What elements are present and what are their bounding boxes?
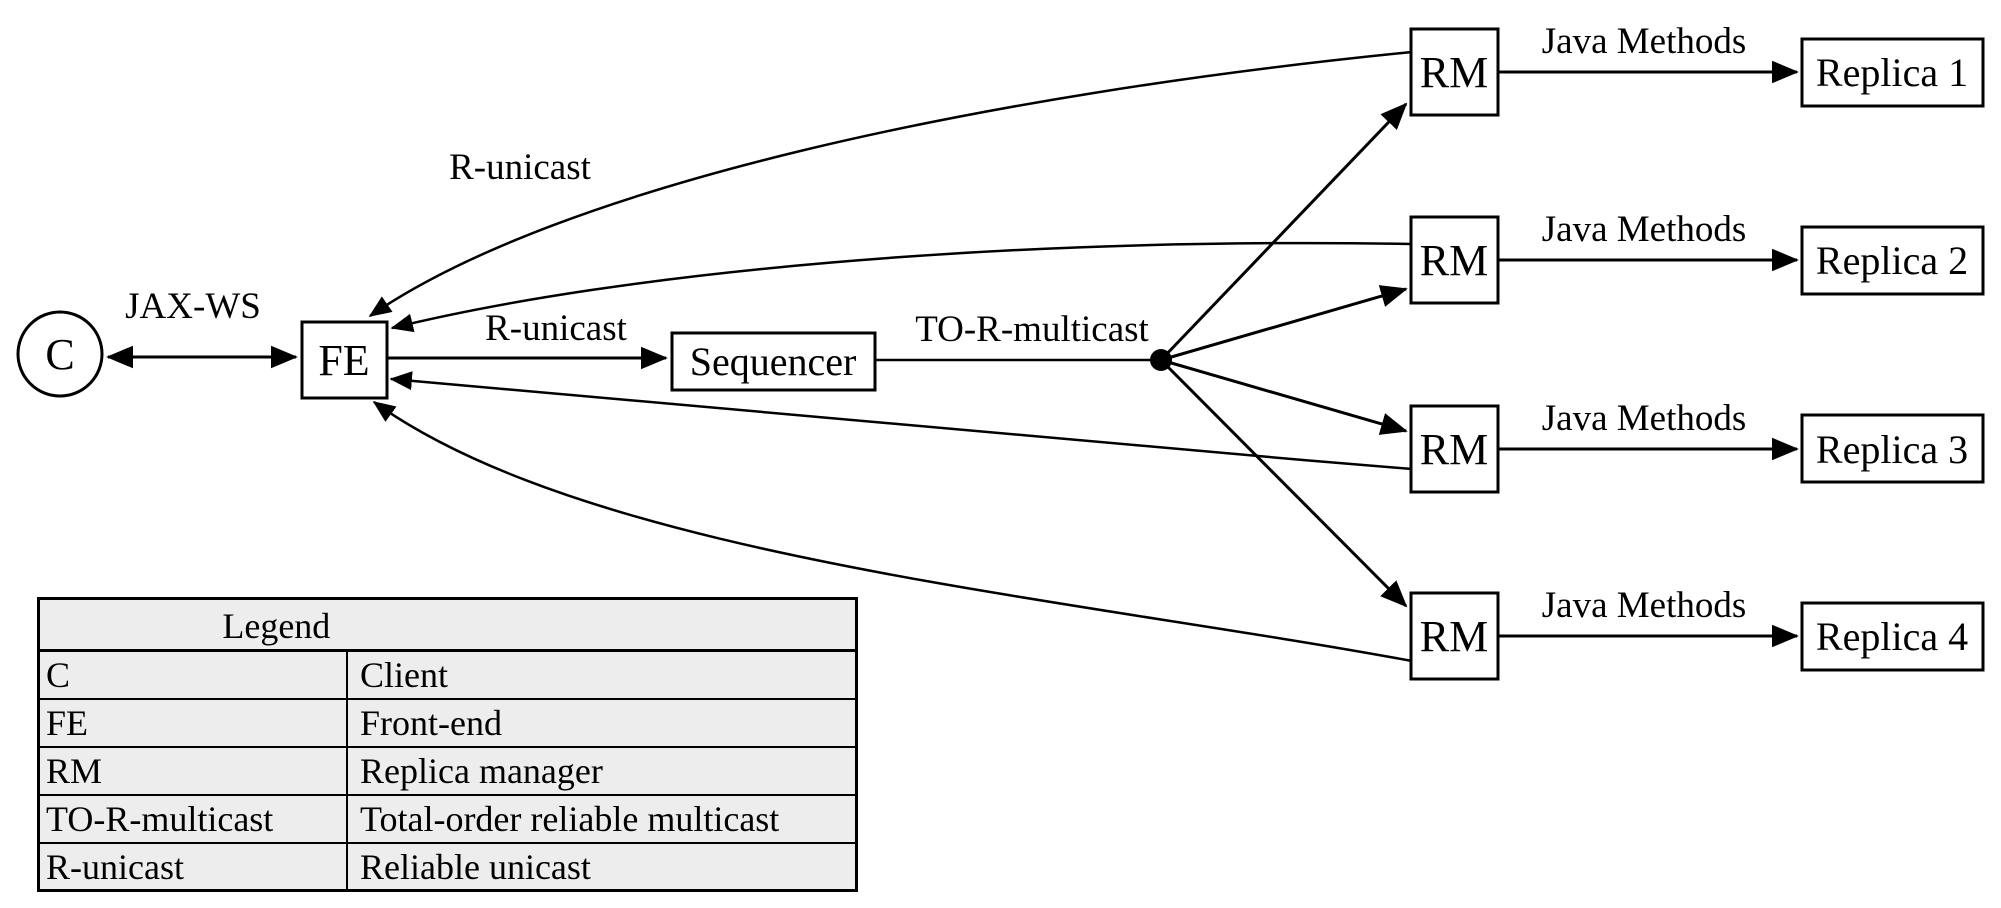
legend-definition: Total-order reliable multicast [360, 799, 780, 839]
legend-definition: Client [360, 655, 448, 695]
java-methods-label-1: Java Methods [1542, 21, 1747, 62]
client-node [16, 310, 104, 398]
multicast-rm1-edge [1159, 102, 1408, 362]
replica4-node [1800, 601, 1985, 672]
legend-definition: Reliable unicast [360, 847, 591, 887]
replica1-node-label: Replica 1 [1816, 50, 1968, 95]
replica2-node-label: Replica 2 [1816, 238, 1968, 283]
legend-row: R-unicast Reliable unicast [40, 844, 855, 892]
legend-row: C Client [40, 652, 855, 700]
legend-row: TO-R-multicast Total-order reliable mult… [40, 796, 855, 844]
legend-definition: Replica manager [360, 751, 603, 791]
rm3-node-label: RM [1420, 425, 1488, 474]
java-methods-label-3: Java Methods [1542, 398, 1747, 439]
multicast-rm3-edge [1160, 358, 1408, 435]
legend-definition: Front-end [360, 703, 502, 743]
rm2-fe-return-edge [390, 241, 1413, 333]
java-methods-label-2: Java Methods [1542, 209, 1747, 250]
replica3-node-label: Replica 3 [1816, 427, 1968, 472]
legend-term: R-unicast [40, 844, 348, 892]
multicast-rm4-edge [1159, 358, 1408, 608]
r-unicast-label: R-unicast [485, 308, 628, 349]
r-unicast-return-label: R-unicast [449, 147, 592, 188]
legend-term: RM [40, 748, 348, 794]
rm1-fe-return-edge [368, 50, 1413, 318]
frontend-node [300, 320, 389, 400]
rm4-fe-return-edge [372, 400, 1413, 663]
rm4-node [1409, 591, 1500, 681]
rm1-node [1409, 27, 1500, 117]
rm2-node-label: RM [1420, 236, 1488, 285]
legend-header: Legend [40, 600, 855, 652]
jax-ws-label: JAX-WS [125, 286, 261, 327]
legend-term: TO-R-multicast [40, 796, 348, 842]
client-node-label: C [45, 330, 74, 379]
rm2-node [1409, 215, 1500, 305]
legend-table: Legend C Client FE Front-end RM Replica … [37, 597, 858, 892]
rm1-node-label: RM [1420, 48, 1488, 97]
replica4-node-label: Replica 4 [1816, 614, 1968, 659]
rm4-node-label: RM [1420, 612, 1488, 661]
rm3-fe-return-edge [389, 371, 1413, 471]
frontend-node-label: FE [318, 336, 369, 385]
legend-title: Legend [222, 606, 331, 646]
sequencer-node [670, 331, 877, 392]
legend-term: C [40, 652, 348, 698]
multicast-rm2-edge [1160, 285, 1408, 362]
legend-row: RM Replica manager [40, 748, 855, 796]
replica1-node [1800, 37, 1985, 108]
sequencer-node-label: Sequencer [690, 339, 857, 384]
replica3-node [1800, 413, 1985, 484]
to-r-multicast-label: TO-R-multicast [915, 309, 1149, 350]
legend-row: FE Front-end [40, 700, 855, 748]
replica2-node [1800, 225, 1985, 296]
java-methods-label-4: Java Methods [1542, 585, 1747, 626]
legend-term: FE [40, 700, 348, 746]
